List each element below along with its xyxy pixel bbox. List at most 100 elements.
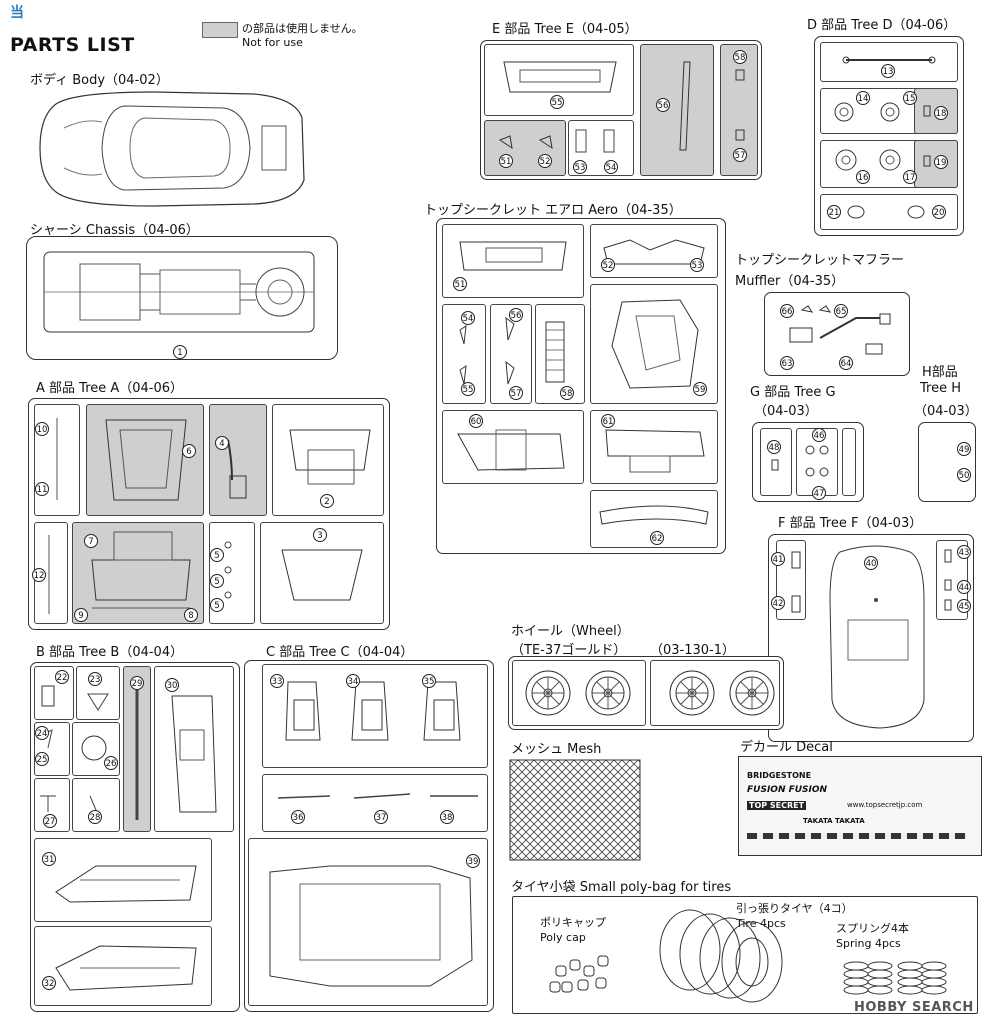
part-33: 33 — [270, 674, 284, 688]
aero-cell-60 — [442, 410, 584, 484]
part-11: 11 — [35, 482, 49, 496]
part-5b: 5 — [210, 574, 224, 588]
page-title: PARTS LIST — [10, 34, 135, 56]
tree-b-cell-30 — [154, 666, 234, 832]
chassis-illustration — [43, 251, 315, 333]
decal-brand-1: BRIDGESTONE — [747, 771, 812, 780]
part-49: 49 — [957, 442, 971, 456]
section-tree-c-title: C 部品 Tree C（04-04） — [266, 645, 414, 660]
part-57: 57 — [733, 148, 747, 162]
section-muffler-title-jp: トップシークレットマフラー — [735, 253, 905, 268]
section-chassis-title: シャーシ Chassis（04-06） — [30, 223, 199, 238]
part-62: 62 — [650, 531, 664, 545]
part-63: 63 — [780, 356, 794, 370]
part-47: 47 — [812, 486, 826, 500]
tree-a-cell-4 — [209, 404, 267, 516]
part-35: 35 — [422, 674, 436, 688]
part-5a: 5 — [210, 548, 224, 562]
part-3: 3 — [313, 528, 327, 542]
tire-label-jp: 引っ張りタイヤ（4コ） — [736, 902, 853, 915]
decal-sheet: BRIDGESTONE FUSION FUSION TOP SECRET www… — [738, 756, 982, 856]
section-muffler-title-en: Muffler（04-35） — [735, 274, 845, 289]
section-tree-h-code: （04-03） — [914, 404, 978, 419]
part-24: 24 — [35, 726, 49, 740]
part-6: 6 — [182, 444, 196, 458]
section-tree-e-title: E 部品 Tree E（04-05） — [492, 22, 638, 37]
decal-strip — [747, 833, 967, 839]
part-46: 46 — [812, 428, 826, 442]
polycap-label-en: Poly cap — [540, 931, 586, 944]
aero-cell-58 — [535, 304, 585, 404]
part-40: 40 — [864, 556, 878, 570]
part-1: 1 — [173, 345, 187, 359]
legend-swatch — [202, 22, 238, 38]
part-66: 66 — [780, 304, 794, 318]
part-54-aero: 54 — [461, 311, 475, 325]
part-61: 61 — [601, 414, 615, 428]
part-13: 13 — [881, 64, 895, 78]
section-tree-h-title-en: Tree H — [920, 381, 961, 396]
part-4: 4 — [215, 436, 229, 450]
part-30: 30 — [165, 678, 179, 692]
part-54: 54 — [604, 160, 618, 174]
section-wheel-name: （TE-37ゴールド） — [511, 643, 627, 658]
legend-en: Not for use — [242, 36, 303, 49]
watermark-logo: 当 — [10, 5, 24, 21]
part-36: 36 — [291, 810, 305, 824]
part-22: 22 — [55, 670, 69, 684]
part-34: 34 — [346, 674, 360, 688]
part-44: 44 — [957, 580, 971, 594]
chassis-frame — [26, 236, 338, 360]
section-tree-g-code: （04-03） — [754, 404, 818, 419]
part-59: 59 — [693, 382, 707, 396]
tree-g-cell-strip — [842, 428, 856, 496]
part-45: 45 — [957, 599, 971, 613]
section-wheel-code: （03-130-1） — [650, 643, 736, 658]
part-15: 15 — [903, 91, 917, 105]
part-2: 2 — [320, 494, 334, 508]
decal-brand-3: TOP SECRET — [747, 801, 807, 810]
polybag-frame — [512, 896, 978, 1014]
tree-e-cell-51-52 — [484, 120, 566, 176]
body-shell-illustration — [39, 91, 305, 207]
tree-e-cell-56 — [640, 44, 714, 176]
tree-c-cell-seats — [262, 664, 488, 768]
part-56: 56 — [656, 98, 670, 112]
part-27: 27 — [43, 814, 57, 828]
part-29: 29 — [130, 676, 144, 690]
section-tree-f-title: F 部品 Tree F（04-03） — [778, 516, 923, 531]
part-12: 12 — [32, 568, 46, 582]
part-7: 7 — [84, 534, 98, 548]
spring-label-jp: スプリング4本 — [836, 922, 909, 935]
part-16: 16 — [856, 170, 870, 184]
part-19: 19 — [934, 155, 948, 169]
hobby-search-watermark: HOBBY SEARCH — [854, 1000, 974, 1015]
section-polybag-title: タイヤ小袋 Small poly-bag for tires — [511, 880, 732, 895]
part-48: 48 — [767, 440, 781, 454]
part-5c: 5 — [210, 598, 224, 612]
section-mesh-title: メッシュ Mesh — [511, 742, 602, 757]
tree-a-cell-6 — [86, 404, 204, 516]
part-25: 25 — [35, 752, 49, 766]
part-55: 55 — [550, 95, 564, 109]
part-50: 50 — [957, 468, 971, 482]
part-58-aero: 58 — [560, 386, 574, 400]
part-55-aero: 55 — [461, 382, 475, 396]
part-60: 60 — [469, 414, 483, 428]
section-decal-title: デカール Decal — [740, 740, 833, 755]
part-31: 31 — [42, 852, 56, 866]
part-53-aero: 53 — [690, 258, 704, 272]
section-tree-a-title: A 部品 Tree A（04-06） — [36, 381, 184, 396]
part-8: 8 — [184, 608, 198, 622]
part-26: 26 — [104, 756, 118, 770]
part-17: 17 — [903, 170, 917, 184]
part-9: 9 — [74, 608, 88, 622]
section-aero-title: トップシークレット エアロ Aero（04-35） — [424, 203, 682, 218]
legend-jp: の部品は使用しません。 — [242, 22, 363, 35]
